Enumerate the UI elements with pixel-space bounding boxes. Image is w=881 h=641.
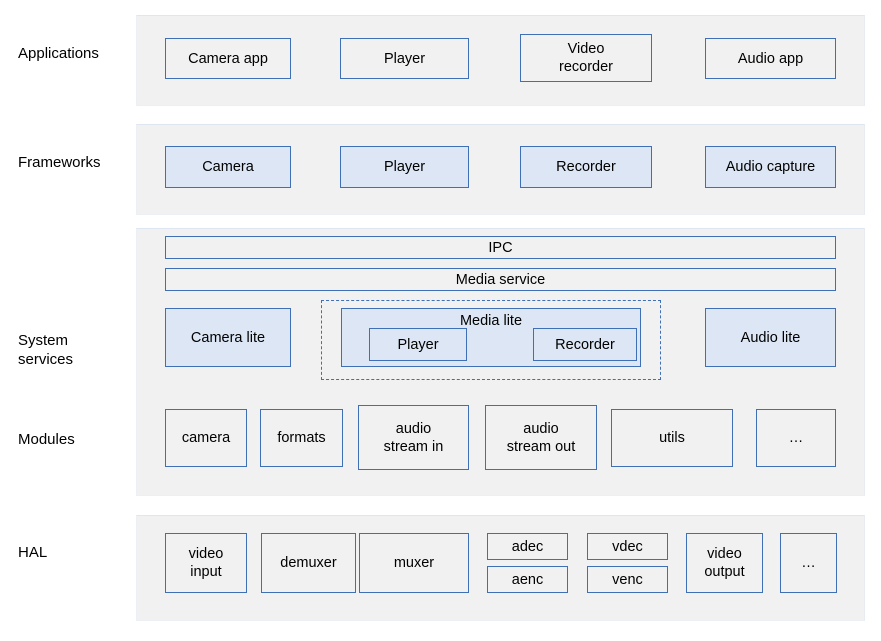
node-media-lite-recorder[interactable]: Recorder bbox=[533, 328, 637, 361]
node-media-lite-label: Media lite bbox=[459, 313, 523, 329]
node-module-audio-stream-out[interactable]: audio stream out bbox=[485, 405, 597, 470]
node-hal-video-output[interactable]: video output bbox=[686, 533, 763, 593]
node-hal-venc[interactable]: venc bbox=[587, 566, 668, 593]
node-module-utils[interactable]: utils bbox=[611, 409, 733, 467]
node-player-framework[interactable]: Player bbox=[340, 146, 469, 188]
node-hal-muxer[interactable]: muxer bbox=[359, 533, 469, 593]
node-recorder-framework[interactable]: Recorder bbox=[520, 146, 652, 188]
node-audio-lite[interactable]: Audio lite bbox=[705, 308, 836, 367]
node-player-app[interactable]: Player bbox=[340, 38, 469, 79]
node-module-ellipsis[interactable]: … bbox=[756, 409, 836, 467]
node-video-recorder-app[interactable]: Video recorder bbox=[520, 34, 652, 82]
row-label-applications: Applications bbox=[18, 45, 99, 62]
row-label-frameworks: Frameworks bbox=[18, 154, 101, 171]
node-camera-framework[interactable]: Camera bbox=[165, 146, 291, 188]
node-hal-adec[interactable]: adec bbox=[487, 533, 568, 560]
node-hal-aenc[interactable]: aenc bbox=[487, 566, 568, 593]
node-audio-capture-framework[interactable]: Audio capture bbox=[705, 146, 836, 188]
node-hal-video-input[interactable]: video input bbox=[165, 533, 247, 593]
node-module-formats[interactable]: formats bbox=[260, 409, 343, 467]
node-hal-ellipsis[interactable]: … bbox=[780, 533, 837, 593]
node-camera-app[interactable]: Camera app bbox=[165, 38, 291, 79]
bar-ipc[interactable]: IPC bbox=[165, 236, 836, 259]
node-audio-app[interactable]: Audio app bbox=[705, 38, 836, 79]
row-label-hal: HAL bbox=[18, 544, 48, 561]
row-label-system-services: System services bbox=[18, 332, 74, 368]
node-hal-vdec[interactable]: vdec bbox=[587, 533, 668, 560]
node-module-audio-stream-in[interactable]: audio stream in bbox=[358, 405, 469, 470]
node-module-camera[interactable]: camera bbox=[165, 409, 247, 467]
node-hal-demuxer[interactable]: demuxer bbox=[261, 533, 356, 593]
row-label-modules: Modules bbox=[18, 431, 75, 448]
group-media-lite-dashed bbox=[321, 300, 661, 380]
bar-media-service[interactable]: Media service bbox=[165, 268, 836, 291]
node-camera-lite[interactable]: Camera lite bbox=[165, 308, 291, 367]
node-media-lite-player[interactable]: Player bbox=[369, 328, 467, 361]
